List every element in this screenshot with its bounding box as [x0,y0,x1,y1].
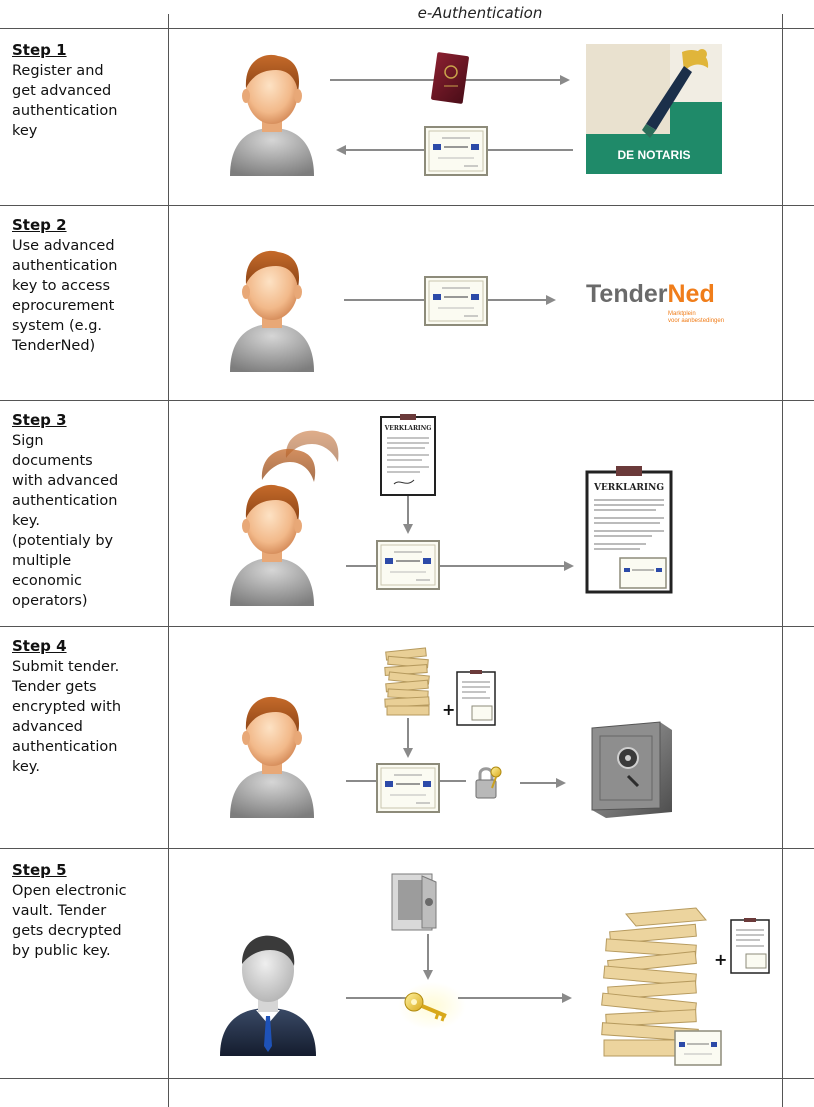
person-icon [230,696,314,818]
verklaring-document-icon: VERKLARING [380,414,436,496]
verklaring-heading-small: VERKLARING [384,425,432,432]
step-5-title: Step 5 [12,861,67,879]
step-2-title: Step 2 [12,216,67,234]
plus-sign: + [442,700,456,719]
certificate-icon [376,763,440,813]
small-document-icon [456,670,496,726]
step-2-text: Step 2 Use advanced authentication key t… [12,215,162,356]
grid-line-left [168,14,169,1107]
paper-stack-icon [384,647,430,716]
grid-line-row4 [0,848,814,849]
step-1-title: Step 1 [12,41,67,59]
lock-with-key-icon [475,766,502,799]
grid-line-right [782,14,783,1107]
open-vault-icon [391,873,437,931]
grid-line-row2 [0,400,814,401]
svg-text:TenderNed: TenderNed [586,280,715,308]
step-3-description: Sign documents with advanced authenticat… [12,433,119,609]
person-icon [230,250,314,372]
line-to-key [346,997,406,999]
vault-safe-icon [591,721,672,818]
certificate-icon [376,540,440,590]
tenderned-logo: TenderNed Marktplein voor aanbestedingen [586,280,724,324]
step-5-description: Open electronic vault. Tender gets decry… [12,883,127,959]
step-4-text: Step 4 Submit tender. Tender gets encryp… [12,636,162,777]
signed-verklaring-document-icon: VERKLARING [585,466,673,594]
certificate-icon [424,276,488,326]
certificate-icon [424,126,488,176]
plus-sign: + [714,950,728,969]
verklaring-heading-large: VERKLARING [593,483,664,493]
step-4-description: Submit tender. Tender gets encrypted wit… [12,659,122,775]
diagram-title: e-Authentication [417,4,543,22]
grid-line-row3 [0,626,814,627]
arrow-down [403,496,413,534]
tenderned-logo-text-2: Ned [668,280,715,308]
person-icon [230,54,314,176]
grid-line-bottom [0,1078,814,1079]
de-notaris-logo: DE NOTARIS [586,44,722,174]
step-4-title: Step 4 [12,637,67,655]
step-3-text: Step 3 Sign documents with advanced auth… [12,410,162,611]
step-2-description: Use advanced authentication key to acces… [12,238,118,354]
grid-line-row1 [0,205,814,206]
de-notaris-logo-text: DE NOTARIS [617,148,690,162]
businessman-icon [220,935,316,1056]
multiple-persons-icon [230,430,339,606]
arrow-down [403,718,413,758]
arrow-to-vault [520,778,566,788]
small-document-icon [730,918,770,974]
tenderned-tagline-2: voor aanbestedingen [668,318,724,324]
step-5-text: Step 5 Open electronic vault. Tender get… [12,860,162,961]
step-1-text: Step 1 Register and get advanced authent… [12,40,162,141]
tenderned-tagline-1: Marktplein [668,311,696,317]
grid-line-top [0,28,814,29]
step-1-description: Register and get advanced authentication… [12,63,118,139]
passport-icon [431,52,469,104]
certificate-icon [674,1030,722,1066]
arrow-down [423,934,433,980]
arrow-to-decrypted-tender [458,993,572,1003]
tenderned-logo-text-1: Tender [586,280,668,308]
key-icon [398,982,466,1030]
step-3-title: Step 3 [12,411,67,429]
